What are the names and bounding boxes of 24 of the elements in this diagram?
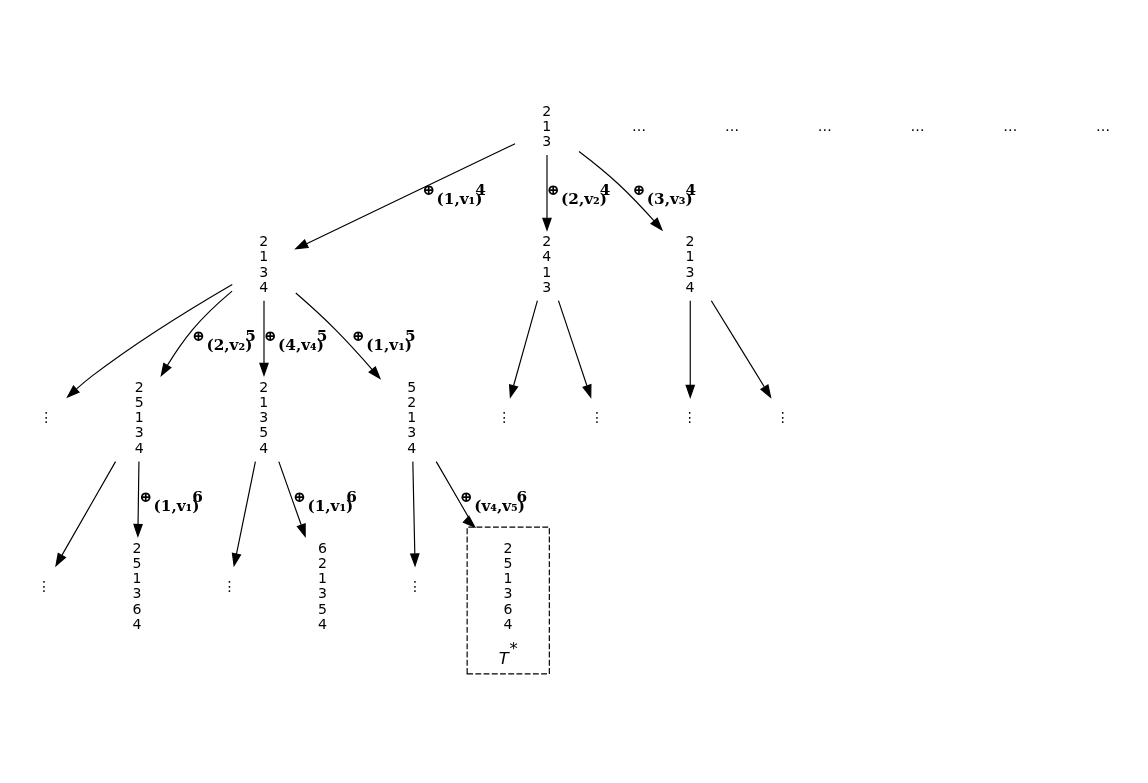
label: … xyxy=(1003,117,1018,134)
node-text: ⋮ xyxy=(589,409,604,426)
node-text: ⋮ xyxy=(407,577,422,594)
node-text: ⋮ xyxy=(682,409,697,426)
node-text: ⋮ xyxy=(222,577,237,594)
node-text: ⋮ xyxy=(36,577,51,594)
node-text: 2 1 3 4 xyxy=(685,233,695,295)
label: … xyxy=(910,117,925,134)
label: … xyxy=(632,117,647,134)
node-text: 2 1 3 4 xyxy=(259,233,269,295)
node-text: 2 1 3 xyxy=(542,102,552,150)
label: … xyxy=(1095,117,1111,134)
node-text: 2 4 1 3 xyxy=(542,233,552,295)
node-text: ⋮ xyxy=(39,409,54,426)
node-text: ⋮ xyxy=(775,409,790,426)
node-text: 2 1 3 5 4 xyxy=(259,378,269,456)
node-text: 2 5 1 3 6 4 xyxy=(503,539,513,632)
node-text: 2 5 1 3 6 4 xyxy=(132,539,142,632)
label: … xyxy=(817,117,832,134)
label: … xyxy=(724,117,739,134)
node-text: 6 2 1 3 5 4 xyxy=(318,539,327,632)
node-text: 5 2 1 3 4 xyxy=(407,378,417,456)
node-text: 2 5 1 3 4 xyxy=(134,378,144,456)
node-text: ⋮ xyxy=(497,409,512,426)
